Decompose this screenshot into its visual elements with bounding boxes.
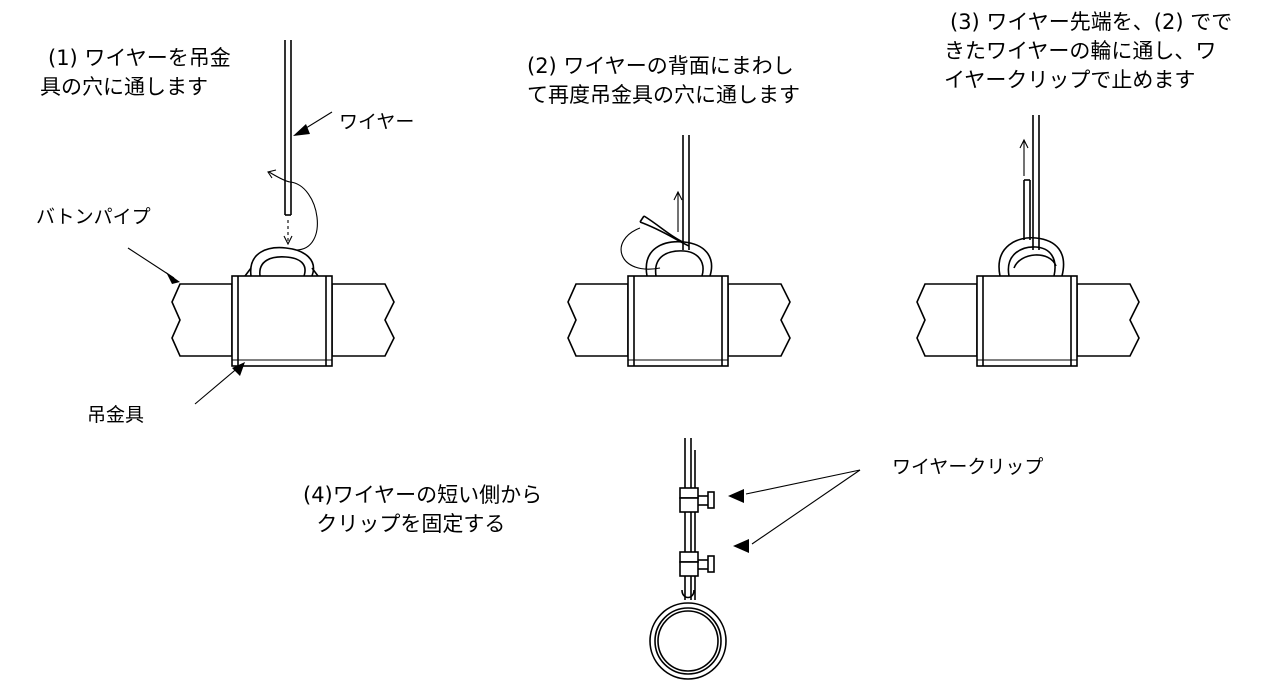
step2-illustration — [567, 135, 791, 367]
step4-line2: クリップを固定する — [303, 512, 506, 536]
step3-line3: イヤークリップで止めます — [944, 68, 1196, 92]
step4-illustration — [649, 438, 861, 680]
step2-line2: て再度吊金具の穴に通します — [527, 83, 800, 107]
step1-illustration — [127, 40, 395, 405]
step4-line1: (4)ワイヤーの短い側から — [303, 483, 543, 507]
step3-illustration — [916, 115, 1140, 367]
baton-pipe-label: バトンパイプ — [36, 206, 151, 228]
step2-line1: (2) ワイヤーの背面にまわし — [527, 54, 794, 78]
step1-line2: 具の穴に通します — [40, 75, 208, 99]
wire-clip-label: ワイヤークリップ — [892, 456, 1044, 478]
step3-line2: きたワイヤーの輪に通し、ワ — [944, 39, 1217, 63]
hanger-label: 吊金具 — [87, 404, 145, 426]
wire-label: ワイヤー — [339, 111, 415, 133]
step3-line1: (3) ワイヤー先端を、(2) でで — [950, 10, 1233, 34]
step1-line1: (1) ワイヤーを吊金 — [48, 46, 231, 70]
